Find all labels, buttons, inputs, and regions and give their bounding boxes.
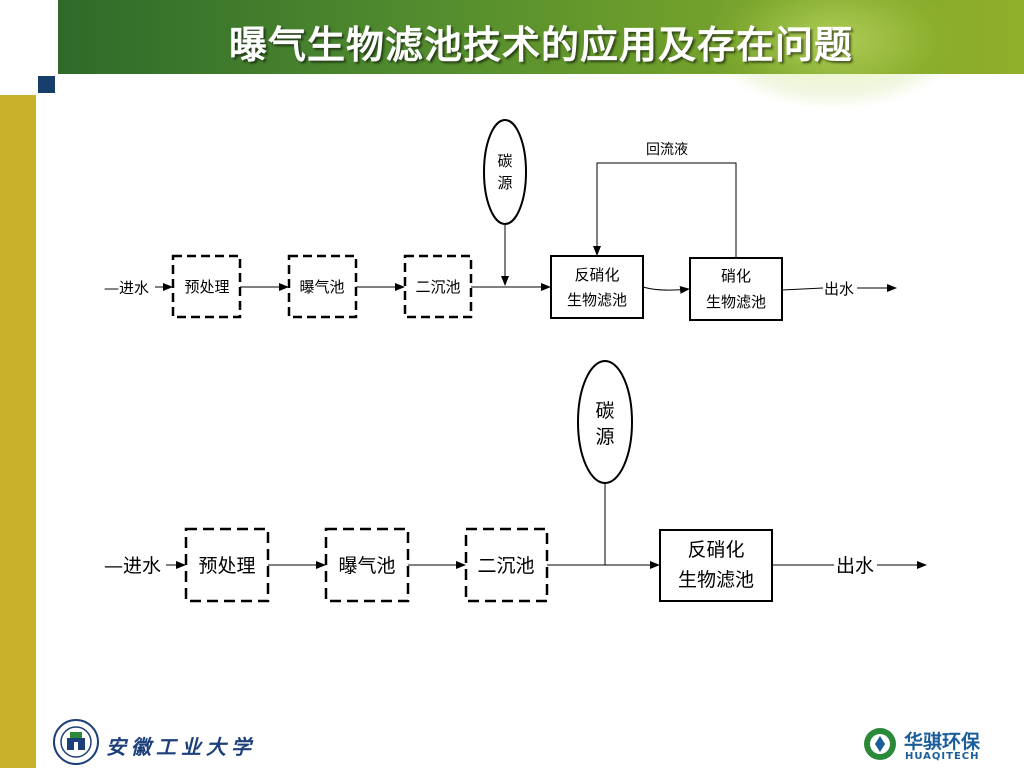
- bottom-carbon-source-label-1: 碳: [595, 400, 614, 422]
- bottom-pretreatment-box: [184, 527, 270, 603]
- top-outlet-label: 出水: [824, 280, 854, 298]
- top-denitrification-label-1: 反硝化: [574, 266, 619, 284]
- top-return-liquid-line: [593, 162, 737, 258]
- slide-title: 曝气生物滤池技术的应用及存在问题: [228, 23, 853, 67]
- top-pretreatment-label: 预处理: [184, 278, 229, 296]
- top-secondary-clarifier-box: [403, 254, 473, 319]
- top-inlet-label: —进水: [104, 279, 149, 297]
- title-banner: 曝气生物滤池技术的应用及存在问题: [58, 0, 1024, 110]
- bottom-pretreatment-label: 预处理: [198, 555, 255, 577]
- company-logo-icon: [864, 728, 896, 760]
- banner-glow: [704, 0, 964, 110]
- top-pretreatment-box: [171, 254, 242, 319]
- bottom-inlet-label: —进水: [104, 555, 161, 577]
- university-name: 安徽工业大学: [106, 735, 256, 759]
- top-denitrification-label-2: 生物滤池: [567, 291, 627, 309]
- bottom-outlet-label: 出水: [836, 555, 874, 577]
- bottom-denitrification-label-2: 生物滤池: [678, 569, 754, 591]
- top-carbon-source-label-2: 源: [497, 174, 512, 192]
- bottom-aeration-tank-box: [324, 527, 410, 603]
- top-flow-diagram: 碳 源 回流液 —进水 预处理 曝气池 二沉池 反硝化 生物滤池 硝化 生物滤池…: [104, 119, 897, 321]
- company-name-en: HUAQITECH: [905, 751, 980, 762]
- bottom-secondary-clarifier-box: [464, 527, 549, 603]
- corner-square-mark: [38, 76, 55, 93]
- bottom-denitrification-label-1: 反硝化: [687, 539, 744, 561]
- top-outlet-line: [781, 287, 824, 291]
- bottom-flow-diagram: 碳 源 —进水 预处理 曝气池 二沉池 反硝化 生物滤池 出水: [104, 360, 927, 603]
- top-nitrification-label-1: 硝化: [721, 267, 751, 285]
- top-arrow-denit-to-nit: [642, 285, 690, 294]
- top-aeration-tank-box: [287, 254, 358, 319]
- top-denitrification-filter-box: [550, 255, 644, 319]
- top-nitrification-filter-box: [689, 257, 783, 321]
- bottom-carbon-source-label-2: 源: [595, 426, 614, 448]
- university-seal-icon: [53, 719, 99, 765]
- top-return-liquid-label: 回流液: [646, 142, 688, 158]
- company-name-cn: 华骐环保: [904, 731, 981, 753]
- bottom-carbon-source-ellipse: [577, 360, 633, 484]
- top-carbon-source-label-1: 碳: [497, 152, 512, 170]
- bottom-secondary-clarifier-label: 二沉池: [477, 555, 534, 577]
- top-carbon-source-ellipse: [483, 119, 527, 225]
- top-nitrification-label-2: 生物滤池: [706, 293, 766, 311]
- left-side-bar: [0, 95, 36, 768]
- top-aeration-tank-label: 曝气池: [299, 278, 344, 296]
- bottom-aeration-tank-label: 曝气池: [338, 555, 395, 577]
- top-secondary-clarifier-label: 二沉池: [415, 278, 460, 296]
